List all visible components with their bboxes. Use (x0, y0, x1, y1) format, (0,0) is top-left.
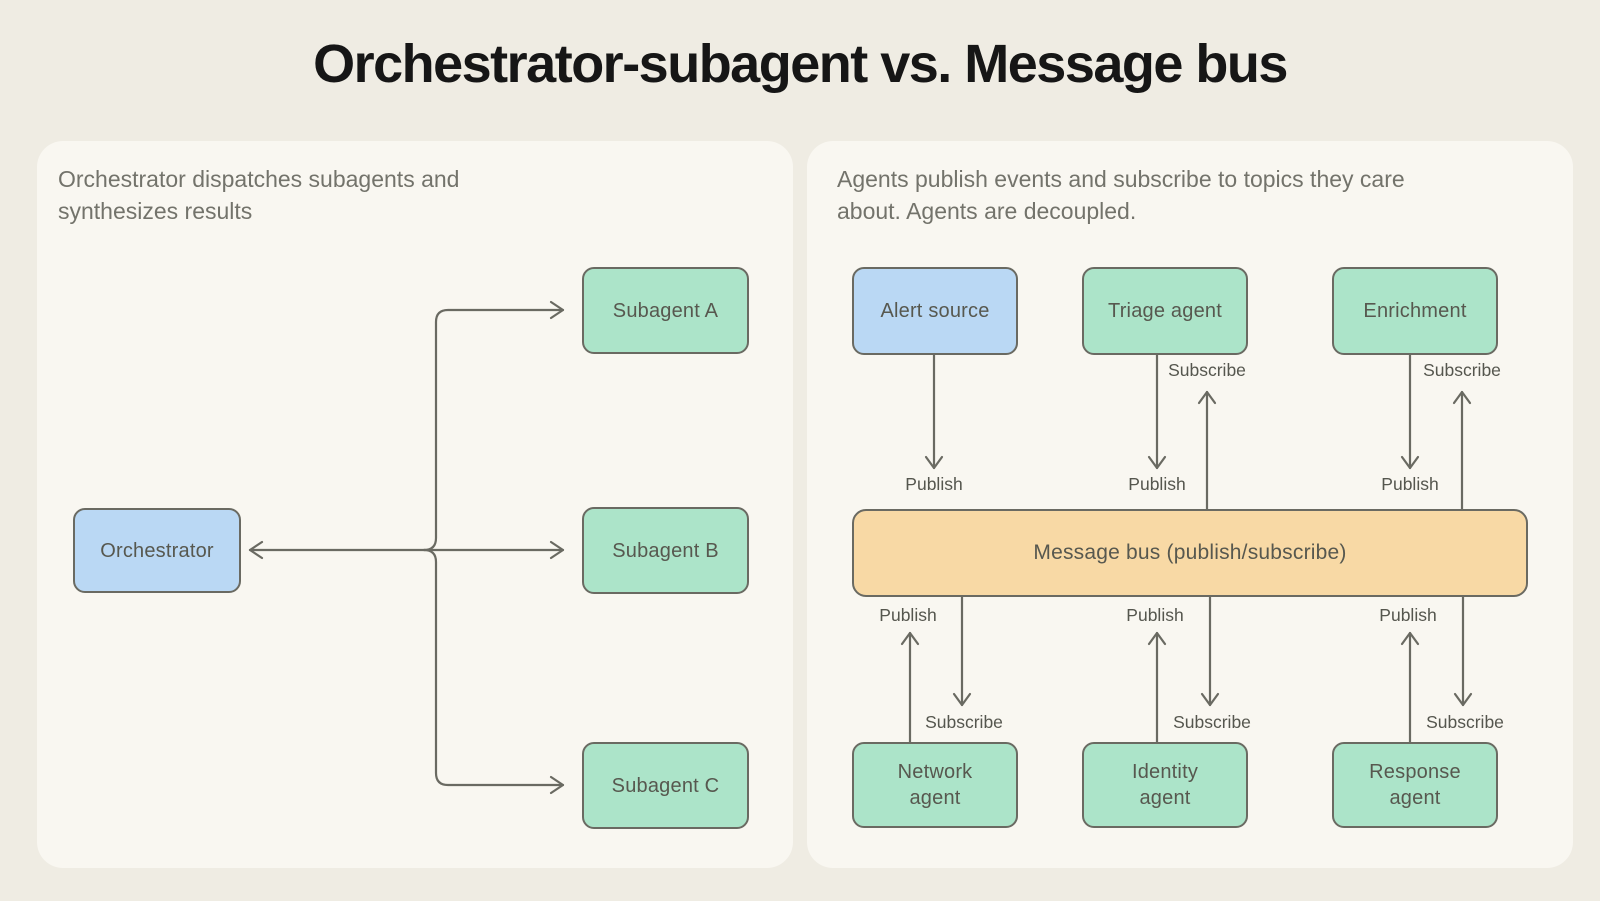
enrichment-subscribe-arrow (1452, 390, 1472, 511)
orchestrator-node: Orchestrator (73, 508, 241, 593)
identity-agent-node-label: Identity agent (1131, 761, 1199, 809)
network-publish-arrow (900, 631, 920, 744)
triage-subscribe-arrow (1197, 390, 1217, 511)
triage-publish-label: Publish (1128, 474, 1186, 494)
response-subscribe-label: Subscribe (1426, 712, 1504, 732)
enrichment-publish-arrow (1400, 353, 1420, 470)
response-agent-node: Response agent (1332, 742, 1498, 828)
identity-subscribe-label: Subscribe (1173, 712, 1251, 732)
identity-publish-arrow (1147, 631, 1167, 744)
orchestrator-subagent-b-arrow (248, 540, 565, 560)
alert-source-node: Alert source (852, 267, 1018, 355)
orchestrator-node-label: Orchestrator (100, 539, 214, 562)
orchestrator-subagent-c-arrow (422, 548, 565, 795)
subagent-b-node: Subagent B (582, 507, 749, 594)
identity-subscribe-arrow (1200, 595, 1220, 707)
identity-publish-label: Publish (1126, 605, 1184, 625)
subagent-b-node-label: Subagent B (612, 539, 719, 562)
message-bus-node: Message bus (publish/subscribe) (852, 509, 1528, 597)
response-publish-arrow (1400, 631, 1420, 744)
triage-publish-arrow (1147, 353, 1167, 470)
message-bus-panel-subtitle: Agents publish events and subscribe to t… (837, 166, 1405, 224)
triage-agent-node-label: Triage agent (1108, 300, 1222, 322)
enrichment-node-label: Enrichment (1363, 300, 1467, 322)
enrichment-publish-label: Publish (1381, 474, 1439, 494)
alert-source-node-label: Alert source (880, 300, 990, 322)
message-bus-node-label: Message bus (publish/subscribe) (1033, 541, 1347, 564)
subagent-a-node: Subagent A (582, 267, 749, 354)
network-publish-label: Publish (879, 605, 937, 625)
orchestrator-panel-subtitle: Orchestrator dispatches subagents and sy… (58, 166, 460, 224)
identity-agent-node: Identity agent (1082, 742, 1248, 828)
subagent-c-node: Subagent C (582, 742, 749, 829)
enrichment-node: Enrichment (1332, 267, 1498, 355)
alert-source-publish-arrow (924, 353, 944, 470)
orchestrator-panel: Orchestrator dispatches subagents and sy… (37, 141, 793, 868)
response-agent-node-label: Response agent (1369, 761, 1461, 809)
triage-agent-node: Triage agent (1082, 267, 1248, 355)
network-agent-node-label: Network agent (897, 761, 973, 809)
network-subscribe-arrow (952, 595, 972, 707)
alert-source-publish-label: Publish (905, 474, 963, 494)
subagent-a-node-label: Subagent A (612, 299, 719, 322)
response-subscribe-arrow (1453, 595, 1473, 707)
network-subscribe-label: Subscribe (925, 712, 1003, 732)
network-agent-node: Network agent (852, 742, 1018, 828)
page-title: Orchestrator-subagent vs. Message bus (313, 34, 1288, 94)
orchestrator-subagent-a-arrow (422, 300, 565, 552)
triage-subscribe-label: Subscribe (1168, 360, 1246, 380)
subagent-c-node-label: Subagent C (611, 774, 720, 797)
message-bus-panel: Agents publish events and subscribe to t… (807, 141, 1573, 868)
response-publish-label: Publish (1379, 605, 1437, 625)
enrichment-subscribe-label: Subscribe (1423, 360, 1501, 380)
